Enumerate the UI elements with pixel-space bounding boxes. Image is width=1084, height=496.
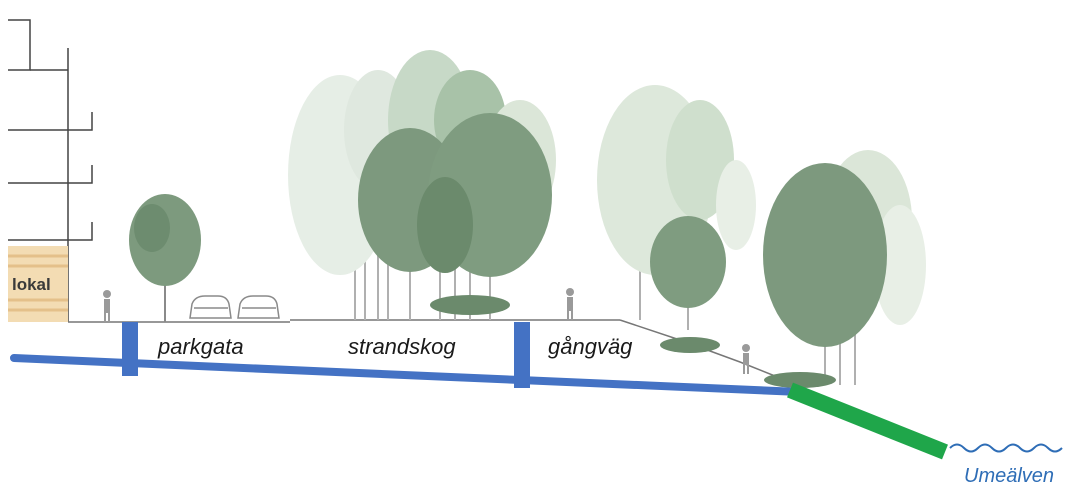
lokal-block [8,246,68,322]
section-profile-line [10,322,804,396]
slope-line [787,382,948,460]
strandskog-label: strandskog [348,334,456,359]
water-wave-icon [949,443,1063,453]
building-outline [8,19,93,322]
path-trees [597,85,756,353]
person-icon [103,290,111,322]
parkgata-label: parkgata [158,334,244,359]
street-tree-icon [129,194,201,322]
person-icon [566,288,574,320]
forest-trees [288,50,556,320]
shore-trees [763,150,926,388]
river-label: Umeälven [964,465,1055,487]
person-icon [742,344,750,374]
lokal-label: lokal [12,275,51,294]
gangvag-label: gångväg [548,334,633,359]
car-icon [189,295,232,319]
car-icon [237,295,280,319]
